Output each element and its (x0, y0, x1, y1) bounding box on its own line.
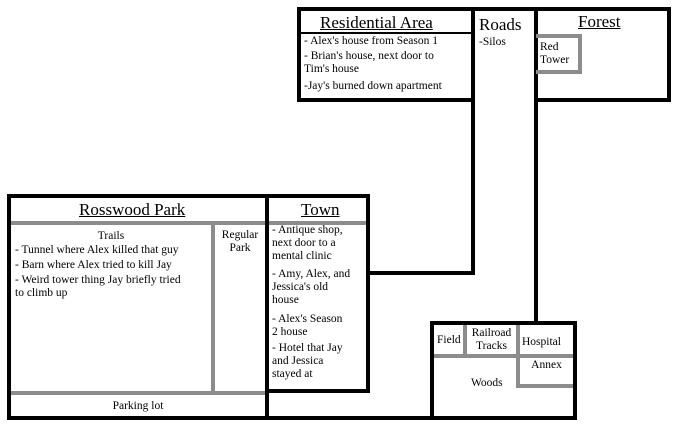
residential-area-border-top (297, 7, 671, 11)
town-item-1: - Antique shop, next door to a mental cl… (272, 224, 343, 262)
railroad-hospital-divider (516, 325, 520, 388)
roads-item-silos: -Silos (479, 36, 506, 48)
regular-park-label: Regular Park (221, 229, 259, 254)
residential-area-item-1: - Alex's house from Season 1 (304, 35, 438, 47)
hospital-label: Hospital (522, 336, 561, 348)
trails-item-1: - Tunnel where Alex killed that guy (15, 244, 179, 256)
trails-item-2: - Barn where Alex tried to kill Jay (15, 259, 172, 271)
town-item-3: - Alex's Season 2 house (272, 313, 343, 338)
woods-border-bottom (430, 416, 577, 420)
field-label: Field (437, 334, 461, 346)
red-tower-box (536, 34, 582, 74)
town-title: Town (301, 200, 340, 219)
parking-lot-label: Parking lot (112, 400, 164, 412)
town-item-2: - Amy, Alex, and Jessica's old house (272, 268, 351, 306)
town-border-right (366, 194, 370, 393)
roads-title: Roads (479, 15, 522, 34)
woods-label: Woods (471, 377, 503, 389)
trails-item-3: - Weird tower thing Jay briefly tried to… (15, 274, 181, 299)
annex-label: Annex (531, 359, 562, 371)
trails-regular-park-divider (211, 221, 215, 395)
forest-title: Forest (578, 12, 621, 31)
woods-border-top (430, 321, 577, 325)
town-title-divider (269, 221, 366, 225)
rosswood-park-border-bottom (7, 416, 434, 420)
residential-area-border-left (297, 7, 301, 102)
red-tower-box-top (536, 34, 582, 38)
residential-area-title-divider (297, 32, 474, 34)
town-item-4: - Hotel that Jay and Jessica stayed at (272, 342, 343, 380)
town-border-bottom (265, 389, 370, 393)
rosswood-park-border-top (7, 194, 370, 198)
residential-area-title: Residential Area (320, 13, 433, 32)
residential-area-item-2: - Brian's house, next door to Tim's hous… (304, 50, 434, 75)
railroad-tracks-label: Railroad Tracks (471, 327, 512, 352)
red-tower-label: Red Tower (540, 41, 570, 66)
road-connector-to-town (366, 271, 475, 275)
woods-border-right (573, 321, 577, 420)
roads-border-right (534, 7, 538, 325)
forest-border-bottom (534, 98, 671, 102)
rosswood-park-title: Rosswood Park (79, 200, 186, 219)
residential-area-border-bottom (297, 98, 474, 102)
forest-border-right (667, 7, 671, 102)
parking-lot-divider (11, 391, 265, 395)
woods-border-left (430, 321, 434, 420)
residential-area-item-3: -Jay's burned down apartment (304, 80, 442, 92)
roads-border-left (471, 7, 475, 275)
woods-subdivider-horizontal (434, 354, 573, 358)
park-town-divider (265, 194, 269, 420)
rosswood-park-border-left (7, 194, 11, 420)
trails-title: Trails (97, 230, 125, 242)
field-railroad-divider (463, 325, 467, 356)
rosswood-title-divider (11, 221, 265, 225)
annex-border-bottom (516, 384, 573, 388)
